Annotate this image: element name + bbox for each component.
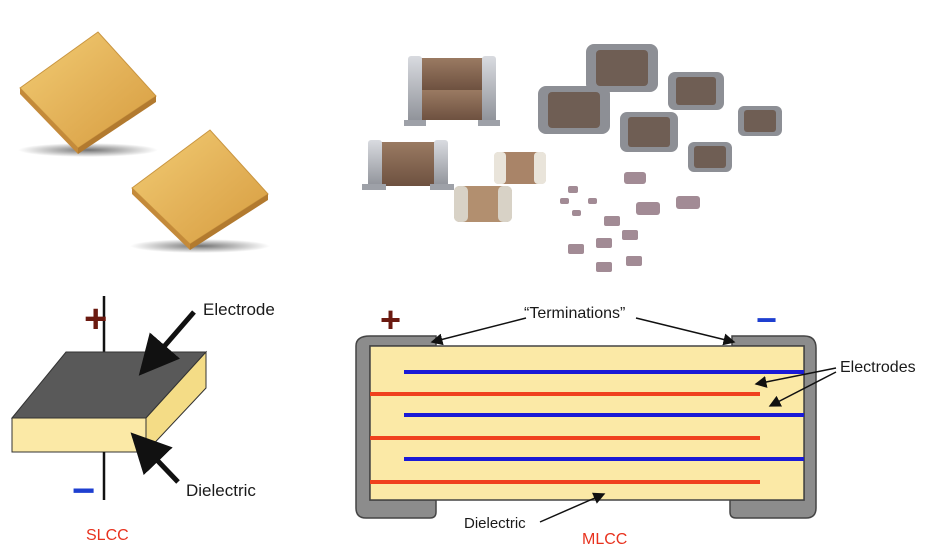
slcc-photo [18, 31, 270, 253]
mlcc-termination-arrow-left [430, 317, 527, 346]
mlcc-terminations-label: “Terminations” [524, 305, 625, 322]
chip-shadow [18, 143, 158, 157]
gold-chip-1 [19, 31, 157, 154]
stacked-mlcc-1 [404, 56, 500, 126]
mlcc-dielectric-arrow [539, 492, 606, 523]
mlcc-electrodes-arrow-1 [754, 367, 837, 388]
mlcc-chip [620, 112, 678, 152]
slcc-diagram: + − Electrode Dielectric SLCC [10, 296, 275, 544]
mlcc-right-termination [729, 335, 817, 519]
mlcc-dielectric-body [369, 345, 805, 501]
mlcc-chip [454, 186, 512, 222]
mlcc-chip-large [538, 86, 610, 134]
slcc-electrode-arrow [138, 310, 196, 376]
mlcc-photo [362, 44, 782, 272]
mlcc-minus-sign: − [756, 299, 777, 340]
mlcc-chip [494, 152, 546, 184]
mlcc-chip [668, 72, 724, 110]
mlcc-termination-arrow-right [635, 317, 736, 346]
stacked-mlcc-2 [362, 140, 454, 190]
mlcc-small-chips [560, 172, 700, 272]
mlcc-caption: MLCC [582, 531, 627, 548]
gold-chip-2 [131, 129, 269, 250]
mlcc-electrodes-arrow-2 [768, 371, 837, 407]
mlcc-chip [738, 106, 782, 136]
mlcc-electrodes-label: Electrodes [840, 359, 916, 376]
mlcc-plus-sign: + [380, 299, 401, 340]
slcc-dielectric-label: Dielectric [186, 481, 256, 500]
mlcc-dielectric-label: Dielectric [464, 515, 526, 532]
mlcc-left-termination [355, 335, 437, 519]
mlcc-chip-large [586, 44, 658, 92]
chip-shadow [130, 239, 270, 253]
slcc-minus-sign: − [72, 469, 95, 513]
slcc-plus-sign: + [84, 297, 107, 341]
mlcc-chip [688, 142, 732, 172]
mlcc-diagram: + − “Terminations” Electrodes Dielectric… [355, 299, 916, 548]
slcc-dielectric-front [11, 417, 147, 453]
slcc-caption: SLCC [86, 527, 129, 544]
slcc-dielectric-arrow [130, 432, 180, 484]
slcc-electrode-label: Electrode [203, 300, 275, 319]
